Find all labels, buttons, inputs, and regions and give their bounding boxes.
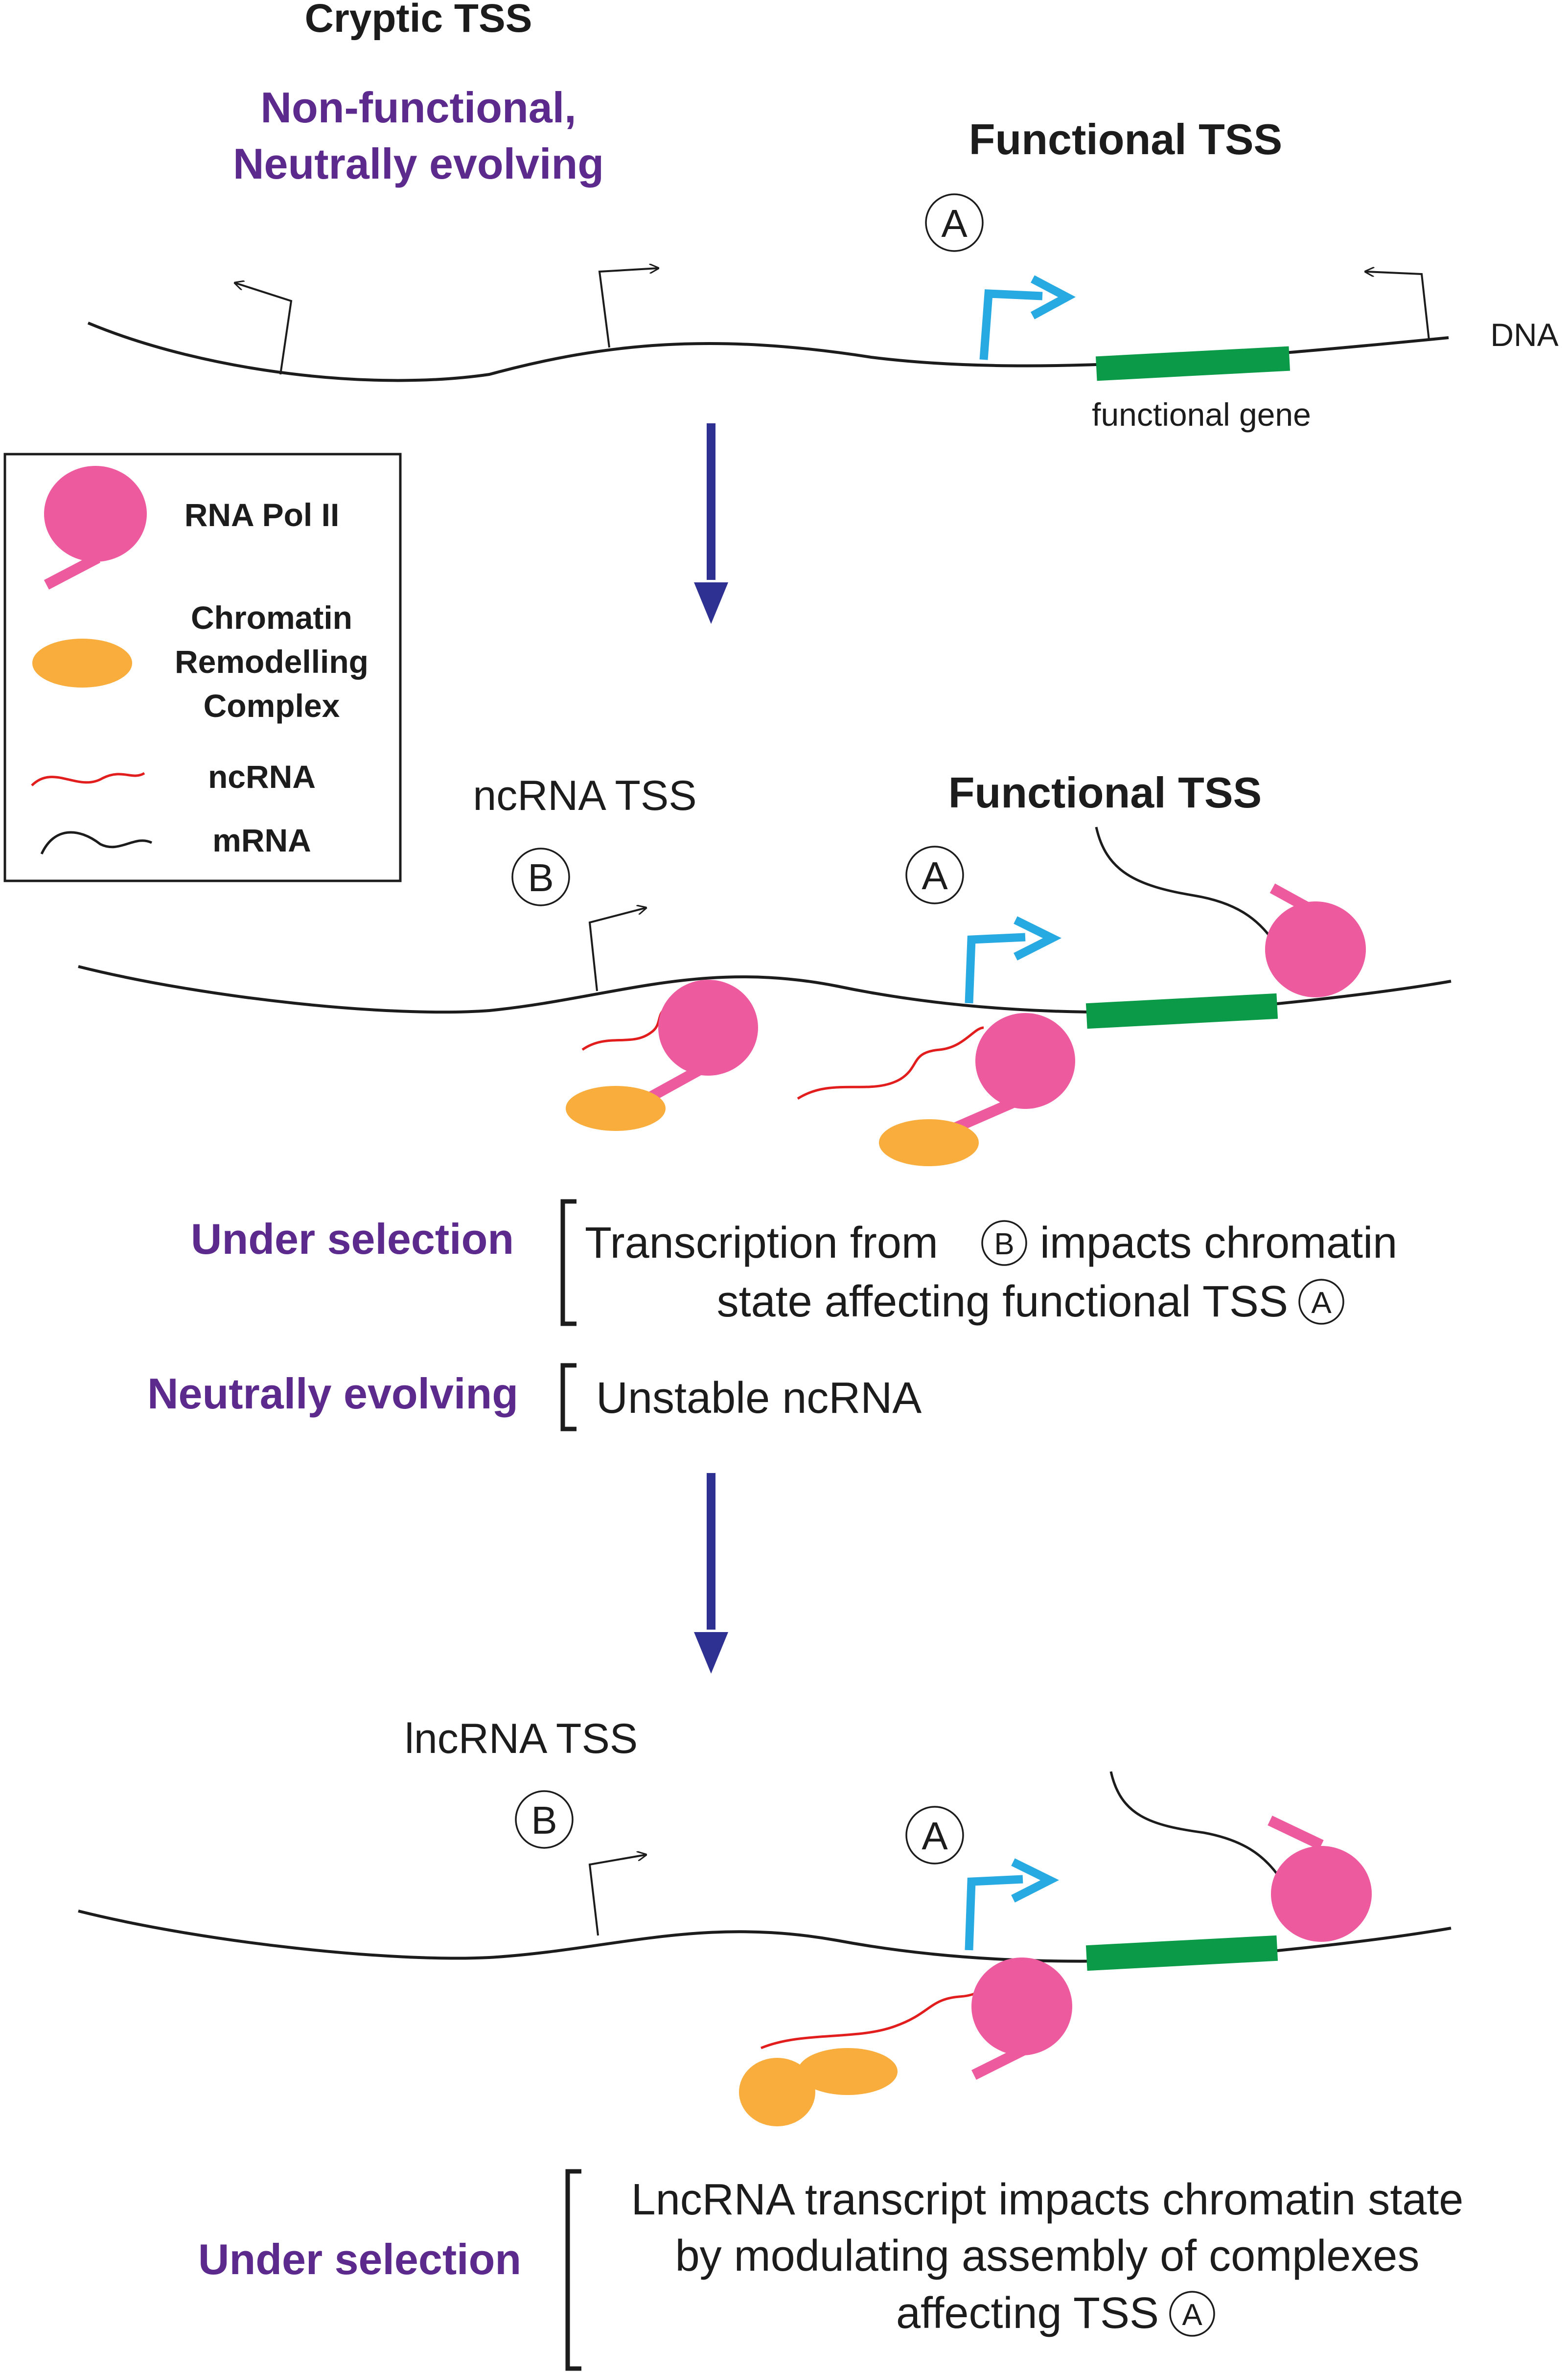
functional-tss-title: Functional TSS: [969, 115, 1282, 163]
ncrna-tss-arrow: [588, 908, 646, 991]
legend-ncrna-label: ncRNA: [208, 759, 316, 795]
chromatin-complex-2b: [879, 1119, 979, 1166]
pol2-on-gene-3: [1268, 1816, 1372, 1942]
legend-chromatin-line-3: Complex: [204, 688, 340, 724]
legend-chromatin-icon: [32, 639, 132, 688]
mrna-transcript-2: [1095, 827, 1273, 941]
site-a-marker-2: A: [905, 846, 964, 904]
cryptic-tss-title: Cryptic TSS: [305, 0, 532, 41]
lncrna-transcript-3: [761, 1988, 982, 2050]
inline-site-a-marker: A: [1298, 1279, 1344, 1325]
functional-tss-arrow-3: [965, 1858, 1060, 1951]
functional-gene-3: [1085, 1935, 1278, 1971]
legend-pol2-icon: [44, 466, 147, 590]
neutral-bracket: [560, 1363, 576, 1431]
site-b-marker-3: B: [515, 1790, 574, 1849]
site-a-marker-3: A: [905, 1806, 964, 1865]
flow-arrow-1: [694, 423, 728, 624]
mrna-transcript-3: [1109, 1771, 1278, 1875]
legend-mrna-icon: [40, 831, 153, 855]
chromatin-complex-3b: [798, 2048, 898, 2095]
panel-2: ncRNA TSS Functional TSS B A: [78, 768, 1452, 1431]
functional-gene-2: [1085, 993, 1278, 1029]
pol2-at-functional-site-3: [971, 1957, 1072, 2080]
inline-site-a-marker-3: A: [1169, 2291, 1215, 2337]
panel-1: Cryptic TSS Non-functional, Neutrally ev…: [87, 0, 1559, 433]
functional-gene-label: functional gene: [1092, 396, 1311, 433]
cryptic-tss-arrow-2: [598, 268, 658, 348]
site-b-label: B: [528, 856, 553, 899]
site-a-marker: A: [925, 193, 984, 252]
selection-bracket-3: [565, 2169, 581, 2371]
selection-text-2-part-1: Transcription from: [585, 1219, 938, 1267]
pol2-at-ncrna-site: [636, 980, 758, 1108]
under-selection-label-3: Under selection: [198, 2235, 521, 2283]
pol2-at-functional-site: [930, 1013, 1075, 1143]
chromatin-complex-2a: [566, 1086, 666, 1131]
functional-tss-title-2: Functional TSS: [948, 768, 1262, 817]
selection-text-3-line-2: by modulating assembly of complexes: [675, 2232, 1420, 2280]
legend: RNA Pol II Chromatin Remodelling Complex…: [3, 453, 402, 882]
inline-site-a-label: A: [1311, 1286, 1332, 1320]
legend-chromatin-line-2: Remodelling: [175, 644, 369, 680]
functional-tss-arrow-2: [965, 916, 1062, 1004]
site-a-label-2: A: [922, 854, 948, 898]
legend-chromatin-line-1: Chromatin: [191, 599, 352, 636]
flow-arrow-2: [694, 1473, 728, 1674]
site-b-marker: B: [511, 848, 570, 906]
ncrna-transcript-2b: [797, 1026, 984, 1100]
legend-pol2-label: RNA Pol II: [184, 497, 340, 533]
cryptic-status-line-2: Neutrally evolving: [233, 139, 604, 188]
neutral-text: Unstable ncRNA: [596, 1374, 922, 1423]
under-selection-label-2: Under selection: [191, 1215, 514, 1263]
site-b-label-3: B: [531, 1798, 557, 1842]
functional-tss-arrow: [979, 275, 1076, 360]
selection-text-2-line-2: state affecting functional TSS: [717, 1277, 1288, 1326]
pol2-on-gene-2: [1265, 883, 1366, 997]
inline-site-b-marker: B: [981, 1220, 1027, 1266]
cryptic-tss-arrow-1: [235, 283, 293, 375]
selection-text-3-line-1: LncRNA transcript impacts chromatin stat…: [631, 2175, 1464, 2224]
lncrna-tss-arrow: [588, 1855, 646, 1936]
chromatin-complex-3a: [739, 2058, 815, 2126]
cryptic-tss-arrow-3: [1365, 272, 1430, 341]
selection-text-3-line-3: affecting TSS: [896, 2289, 1159, 2338]
site-a-label-3: A: [922, 1814, 948, 1858]
dna-label: DNA: [1490, 317, 1558, 353]
legend-mrna-label: mRNA: [212, 822, 311, 858]
ncrna-tss-title: ncRNA TSS: [473, 772, 696, 819]
selection-bracket-2: [560, 1199, 576, 1326]
inline-site-b-label: B: [994, 1227, 1014, 1261]
site-a-label: A: [941, 202, 968, 245]
legend-ncrna-icon: [31, 772, 145, 786]
lncrna-tss-title: lncRNA TSS: [405, 1715, 638, 1762]
neutrally-evolving-label: Neutrally evolving: [147, 1369, 518, 1418]
selection-text-2-part-2: impacts chromatin: [1040, 1219, 1397, 1267]
inline-site-a-label-3: A: [1182, 2298, 1202, 2332]
functional-gene: [1095, 346, 1291, 381]
cryptic-status-line-1: Non-functional,: [260, 83, 576, 132]
panel-3: lncRNA TSS B A Under sele: [78, 1715, 1464, 2371]
